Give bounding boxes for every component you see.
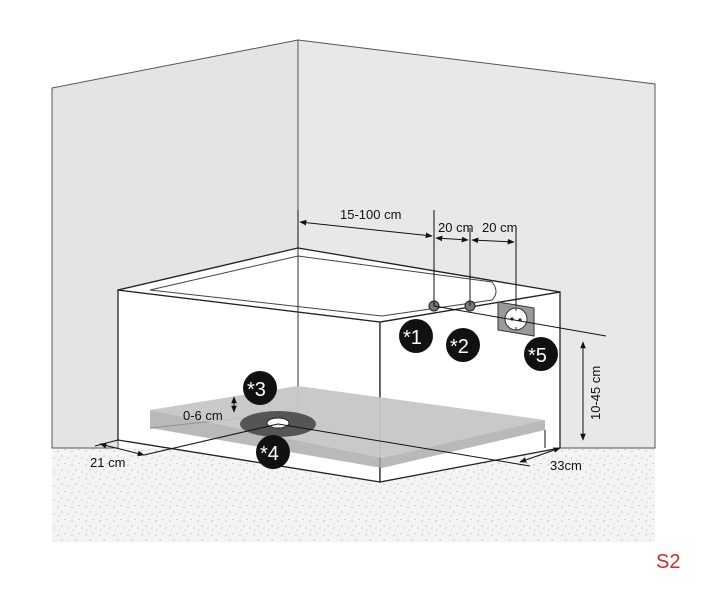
marker-5: *5 — [524, 337, 558, 371]
marker-2: *2 — [446, 328, 480, 362]
power-socket-icon — [497, 301, 535, 337]
marker-5-label: *5 — [528, 345, 547, 367]
marker-1: *1 — [399, 319, 433, 353]
dim-height: 10-45 cm — [580, 341, 603, 441]
drain-zone-shadow — [150, 410, 545, 468]
tub-top-rim — [117, 247, 561, 323]
tub-inner-rim — [149, 255, 497, 317]
dim-depth-right: 33cm — [277, 423, 582, 473]
dim-label-drain-offset: 21 cm — [90, 455, 125, 470]
dim-label-depth-right: 33cm — [550, 458, 582, 473]
marker-4: *4 — [256, 435, 290, 469]
marker-2-label: *2 — [450, 336, 469, 358]
dim-drain-depth: 0-6 cm — [183, 396, 237, 423]
marker-4-label: *4 — [260, 443, 279, 465]
dim-label-drain-depth: 0-6 cm — [183, 408, 223, 423]
dim-label-height: 10-45 cm — [588, 366, 603, 420]
drain-zone — [150, 386, 545, 458]
code-label: S2 — [656, 551, 680, 573]
dim-label-wall-offset: 15-100 cm — [340, 207, 401, 222]
dim-label-spacing-a: 20 cm — [438, 220, 473, 235]
marker-1-label: *1 — [403, 327, 422, 349]
dim-label-spacing-b: 20 cm — [482, 220, 517, 235]
marker-3: *3 — [243, 371, 277, 405]
dim-spacing: 20 cm 20 cm — [435, 220, 517, 306]
dim-drain-offset: 21 cm — [90, 423, 279, 470]
dim-wall-offset: 15-100 cm — [297, 207, 435, 306]
marker-3-label: *3 — [247, 379, 266, 401]
